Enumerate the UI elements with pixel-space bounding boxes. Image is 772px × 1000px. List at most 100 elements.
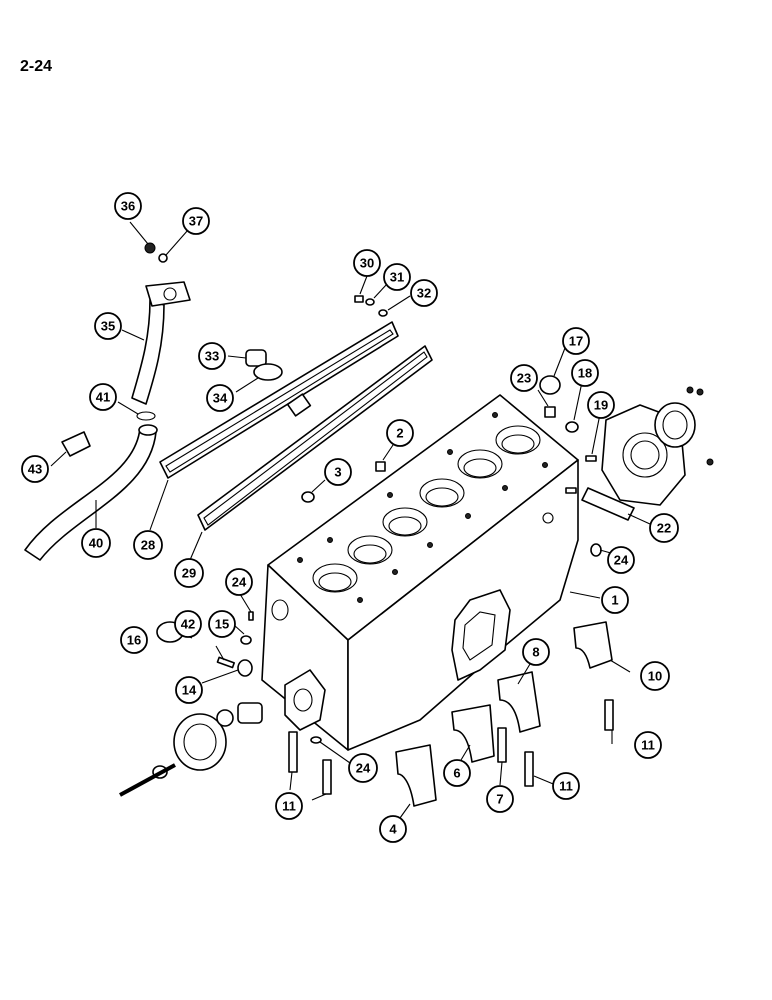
cup-plug-17 — [539, 375, 561, 395]
hose-clip — [61, 431, 91, 457]
callout-35-label: 35 — [101, 319, 115, 334]
callout-2: 2 — [386, 419, 414, 447]
callout-41: 41 — [89, 383, 117, 411]
plug-23 — [544, 406, 556, 418]
callout-33: 33 — [198, 342, 226, 370]
callout-22-label: 22 — [657, 521, 671, 536]
bearing-cap-6 — [451, 704, 495, 763]
callout-11-left: 11 — [275, 792, 303, 820]
callout-24-bottom: 24 — [348, 753, 378, 783]
callout-6-label: 6 — [453, 766, 460, 781]
bearing-cap-8 — [497, 671, 541, 733]
callout-18: 18 — [571, 359, 599, 387]
page-number: 2-24 — [20, 58, 53, 75]
callout-34: 34 — [206, 384, 234, 412]
callout-42: 42 — [174, 610, 202, 638]
callout-11-center: 11 — [552, 772, 580, 800]
callout-31: 31 — [383, 263, 411, 291]
callout-4-label: 4 — [389, 822, 397, 837]
callout-1-label: 1 — [611, 593, 618, 608]
pin-42 — [216, 656, 236, 669]
callout-11-right: 11 — [634, 731, 662, 759]
gasket-strip-22 — [581, 487, 635, 521]
side-cover-gasket — [159, 321, 399, 479]
callout-16-label: 16 — [127, 633, 141, 648]
callout-17-label: 17 — [569, 334, 583, 349]
dowel-24-right — [565, 487, 577, 494]
callout-11-left-label: 11 — [282, 799, 296, 814]
callout-2-label: 2 — [396, 426, 403, 441]
callout-8: 8 — [522, 638, 550, 666]
callout-4: 4 — [379, 815, 407, 843]
nut-32 — [378, 309, 388, 317]
callout-1: 1 — [601, 586, 629, 614]
plug-15 — [240, 635, 252, 645]
callout-31-label: 31 — [390, 270, 404, 285]
plug-14 — [237, 659, 253, 677]
bearing-cap-10 — [573, 621, 613, 669]
callout-18-label: 18 — [578, 366, 592, 381]
timing-cover-plate — [601, 386, 714, 506]
callout-24-right-label: 24 — [614, 553, 629, 568]
callout-24-right: 24 — [607, 546, 635, 574]
breather-hose — [24, 424, 158, 561]
washer-31 — [365, 298, 375, 306]
dowel-24-top — [248, 611, 254, 621]
callout-28-label: 28 — [141, 538, 155, 553]
callout-10-label: 10 — [648, 669, 662, 684]
callout-37: 37 — [182, 207, 210, 235]
breather-elbow — [245, 349, 283, 381]
callout-24-top: 24 — [225, 568, 253, 596]
callout-36: 36 — [114, 192, 142, 220]
callout-24-top-label: 24 — [232, 575, 247, 590]
screw-30 — [354, 295, 364, 303]
callout-42-label: 42 — [181, 617, 195, 632]
callout-14-label: 14 — [182, 683, 197, 698]
callout-37-label: 37 — [189, 214, 203, 229]
oil-filler-pipe — [131, 242, 191, 405]
callout-19: 19 — [587, 391, 615, 419]
callout-32: 32 — [410, 279, 438, 307]
callout-29-label: 29 — [182, 566, 196, 581]
callout-6: 6 — [443, 759, 471, 787]
callout-30: 30 — [353, 249, 381, 277]
callout-14: 14 — [175, 676, 203, 704]
callout-43: 43 — [21, 455, 49, 483]
engine-block — [261, 394, 579, 751]
callout-23-label: 23 — [517, 371, 531, 386]
callout-11-right-label: 11 — [641, 738, 655, 753]
callout-30-label: 30 — [360, 256, 374, 271]
callout-29: 29 — [174, 558, 204, 588]
callout-33-label: 33 — [205, 349, 219, 364]
callout-16: 16 — [120, 626, 148, 654]
plug-2 — [375, 461, 386, 472]
plug-18 — [565, 421, 579, 433]
dowel-24-bottom — [310, 736, 322, 744]
callout-17: 17 — [562, 327, 590, 355]
callout-43-label: 43 — [28, 462, 42, 477]
hose-clamp — [136, 411, 156, 421]
callout-7-label: 7 — [496, 792, 503, 807]
callout-7: 7 — [486, 785, 514, 813]
bearing-cap-4 — [395, 744, 437, 807]
callout-11-center-label: 11 — [559, 779, 573, 794]
callout-28: 28 — [133, 530, 163, 560]
plug-3 — [301, 491, 315, 503]
callout-22: 22 — [649, 513, 679, 543]
callout-40: 40 — [81, 528, 111, 558]
cap-bolts — [288, 699, 614, 795]
callout-34-label: 34 — [213, 391, 228, 406]
callout-3-label: 3 — [334, 465, 341, 480]
callout-32-label: 32 — [417, 286, 431, 301]
idler-gear-assembly — [119, 702, 263, 797]
callout-24-bottom-label: 24 — [356, 761, 371, 776]
callout-41-label: 41 — [96, 390, 110, 405]
callout-10: 10 — [640, 661, 670, 691]
callout-19-label: 19 — [594, 398, 608, 413]
callout-40-label: 40 — [89, 536, 103, 551]
callout-3: 3 — [324, 458, 352, 486]
dowel-19 — [585, 455, 597, 462]
side-cover-plate — [197, 345, 433, 531]
callout-35: 35 — [94, 312, 122, 340]
callout-36-label: 36 — [121, 199, 135, 214]
